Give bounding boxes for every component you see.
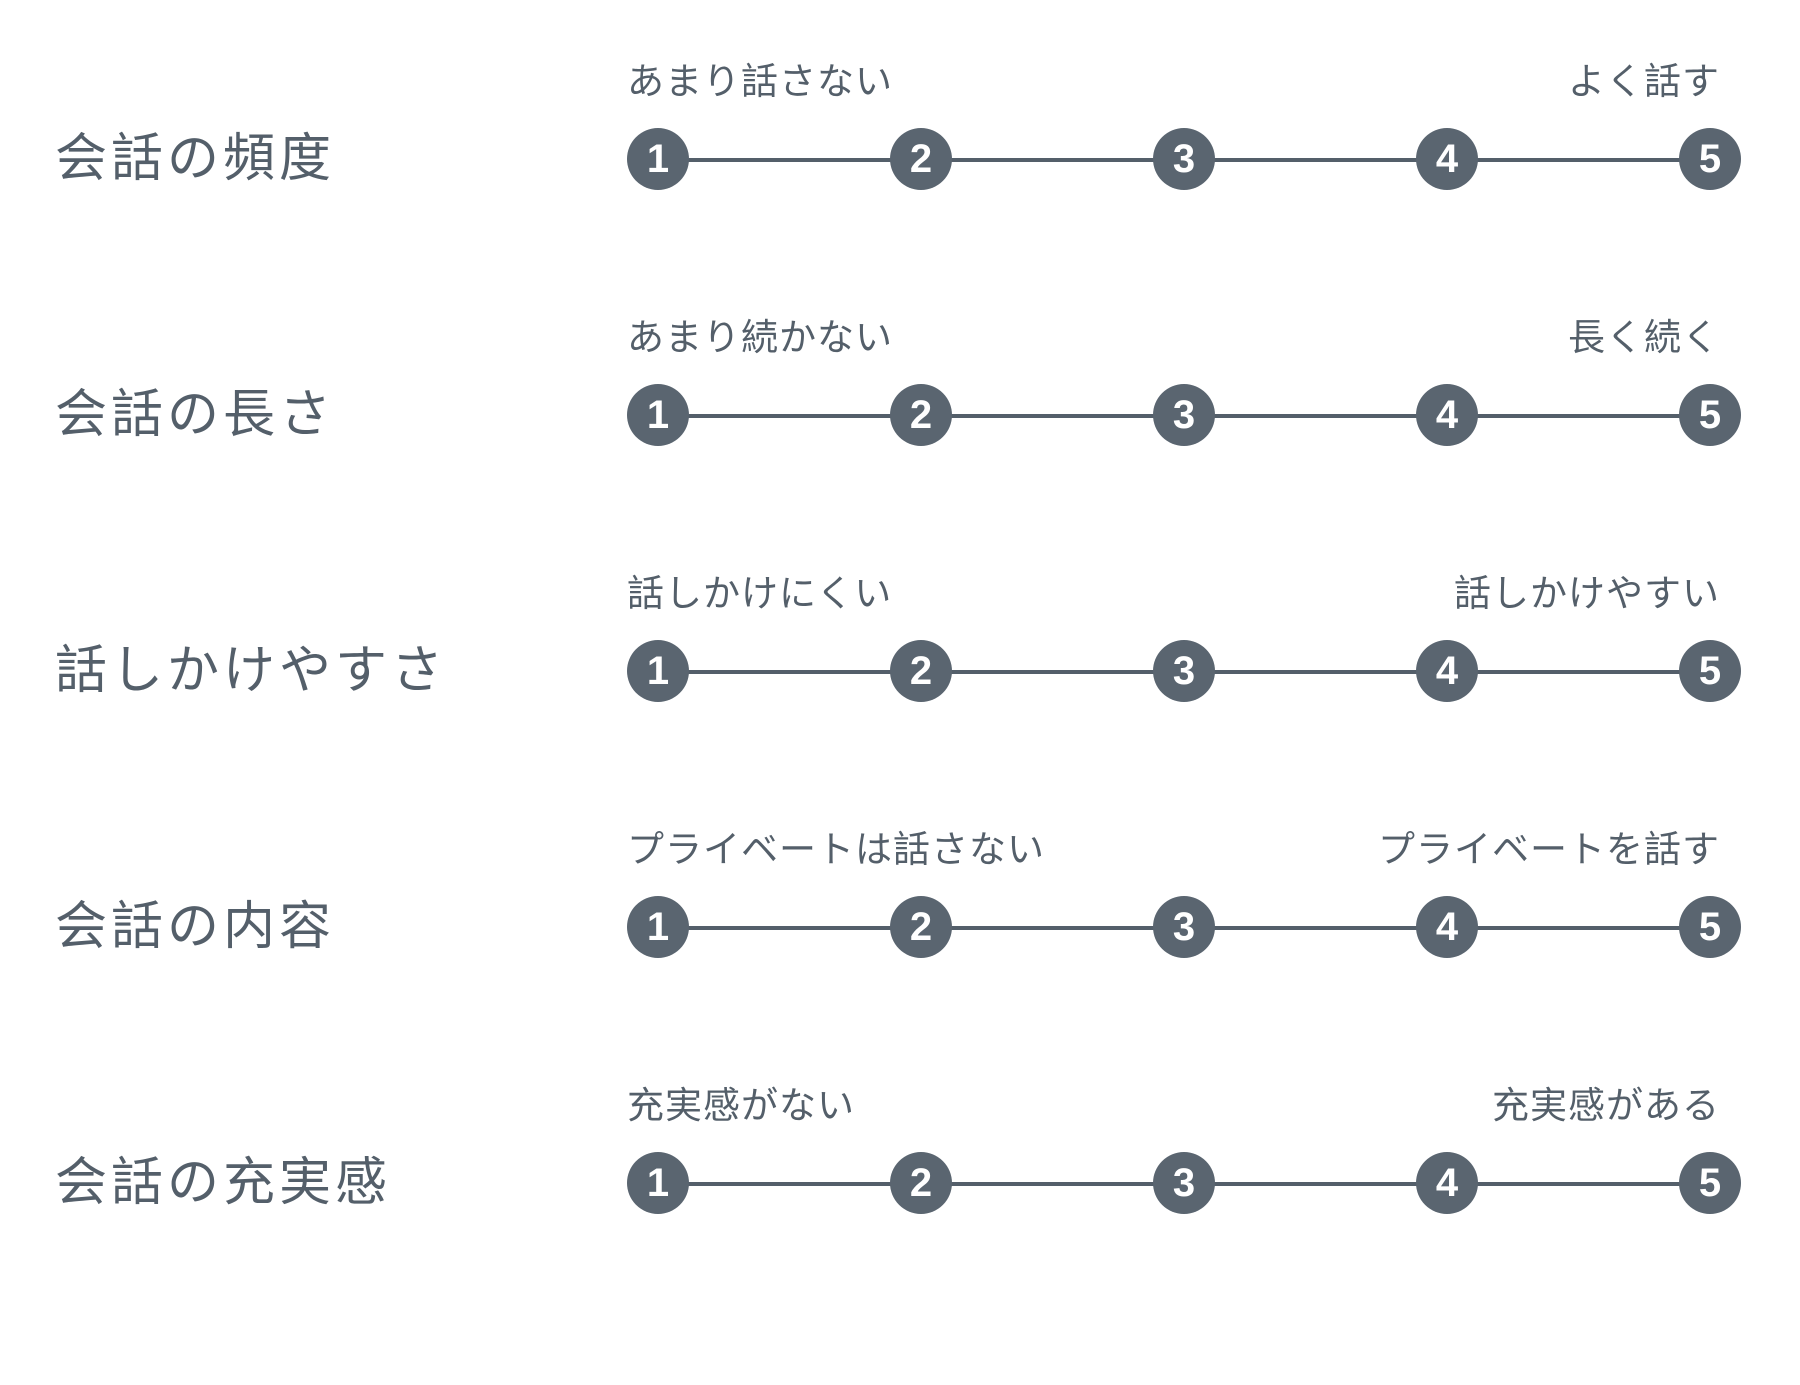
rating-option-5[interactable]: 5 (1679, 1152, 1741, 1214)
rating-option-1[interactable]: 1 (627, 896, 689, 958)
rating-option-4[interactable]: 4 (1416, 640, 1478, 702)
anchor-label-high: 長く続く (1568, 317, 1720, 358)
anchor-label-low: プライベートは話さない (627, 829, 1045, 870)
rating-option-2[interactable]: 2 (890, 128, 952, 190)
rating-option-4[interactable]: 4 (1416, 128, 1478, 190)
rating-option-2[interactable]: 2 (890, 384, 952, 446)
rating-option-3[interactable]: 3 (1153, 128, 1215, 190)
rating-option-3[interactable]: 3 (1153, 384, 1215, 446)
rating-option-1[interactable]: 1 (627, 128, 689, 190)
anchor-label-high: プライベートを話す (1378, 829, 1720, 870)
scale-row-conversation-frequency: 会話の頻度 あまり話さない よく話す 1 2 3 4 5 (0, 0, 1800, 240)
rating-option-3[interactable]: 3 (1153, 896, 1215, 958)
rating-option-1[interactable]: 1 (627, 384, 689, 446)
rating-option-1[interactable]: 1 (627, 1152, 689, 1214)
row-label: 会話の内容 (55, 898, 336, 956)
rating-option-2[interactable]: 2 (890, 896, 952, 958)
rating-option-2[interactable]: 2 (890, 640, 952, 702)
row-label: 会話の長さ (55, 386, 336, 444)
rating-option-5[interactable]: 5 (1679, 896, 1741, 958)
rating-track: 1 2 3 4 5 (627, 640, 1741, 704)
rating-option-4[interactable]: 4 (1416, 1152, 1478, 1214)
scale-row-conversation-content: 会話の内容 プライベートは話さない プライベートを話す 1 2 3 4 5 (0, 768, 1800, 1008)
anchor-label-high: 話しかけやすい (1454, 573, 1720, 614)
rating-option-4[interactable]: 4 (1416, 384, 1478, 446)
scale-row-conversation-fulfillment: 会話の充実感 充実感がない 充実感がある 1 2 3 4 5 (0, 1024, 1800, 1264)
rating-track: 1 2 3 4 5 (627, 128, 1741, 192)
rating-option-3[interactable]: 3 (1153, 1152, 1215, 1214)
rating-option-1[interactable]: 1 (627, 640, 689, 702)
anchor-label-low: 話しかけにくい (627, 573, 893, 614)
anchor-label-high: よく話す (1568, 61, 1720, 102)
scale-row-approachability: 話しかけやすさ 話しかけにくい 話しかけやすい 1 2 3 4 5 (0, 512, 1800, 752)
rating-option-5[interactable]: 5 (1679, 640, 1741, 702)
anchor-label-low: あまり話さない (627, 61, 893, 102)
anchor-label-high: 充実感がある (1492, 1085, 1720, 1126)
anchor-label-low: あまり続かない (627, 317, 893, 358)
rating-option-2[interactable]: 2 (890, 1152, 952, 1214)
rating-track: 1 2 3 4 5 (627, 384, 1741, 448)
rating-option-5[interactable]: 5 (1679, 384, 1741, 446)
rating-track: 1 2 3 4 5 (627, 1152, 1741, 1216)
rating-option-5[interactable]: 5 (1679, 128, 1741, 190)
rating-option-3[interactable]: 3 (1153, 640, 1215, 702)
scale-row-conversation-length: 会話の長さ あまり続かない 長く続く 1 2 3 4 5 (0, 256, 1800, 496)
rating-option-4[interactable]: 4 (1416, 896, 1478, 958)
rating-track: 1 2 3 4 5 (627, 896, 1741, 960)
row-label: 会話の充実感 (55, 1154, 392, 1212)
anchor-label-low: 充実感がない (627, 1085, 855, 1126)
row-label: 会話の頻度 (55, 130, 336, 188)
row-label: 話しかけやすさ (55, 642, 448, 700)
